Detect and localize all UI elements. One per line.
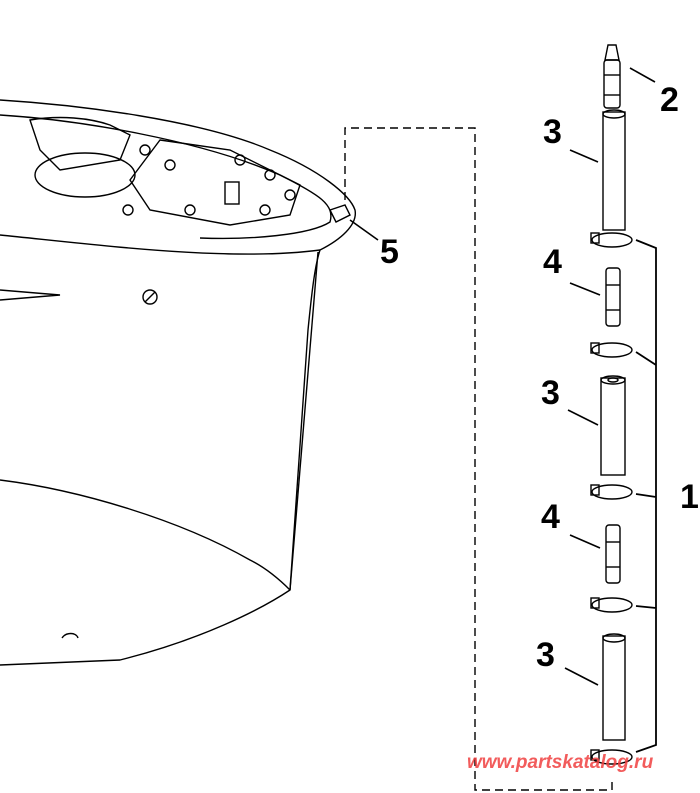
clamps [590, 232, 633, 765]
callout-4: 4 [543, 243, 562, 281]
watermark: www.partskatalog.ru [467, 752, 654, 773]
part-3-hose [602, 633, 626, 741]
part-3-hose [602, 109, 626, 231]
part-4-connector [605, 267, 621, 327]
lower-housing [0, 99, 356, 666]
callout-2: 2 [660, 81, 679, 119]
callout-3: 3 [536, 636, 555, 674]
part-3-hose [600, 375, 626, 476]
callout-3: 3 [543, 113, 562, 151]
callout-1: 1 [680, 478, 699, 516]
callout-5: 5 [380, 233, 399, 271]
routing-dashed-line [344, 127, 613, 791]
callout-4: 4 [541, 498, 560, 536]
kit-bracket [635, 239, 657, 753]
part-2-fitting [603, 44, 621, 109]
leader-lines [349, 67, 656, 686]
part-4-connector [605, 524, 621, 584]
callout-3: 3 [541, 374, 560, 412]
